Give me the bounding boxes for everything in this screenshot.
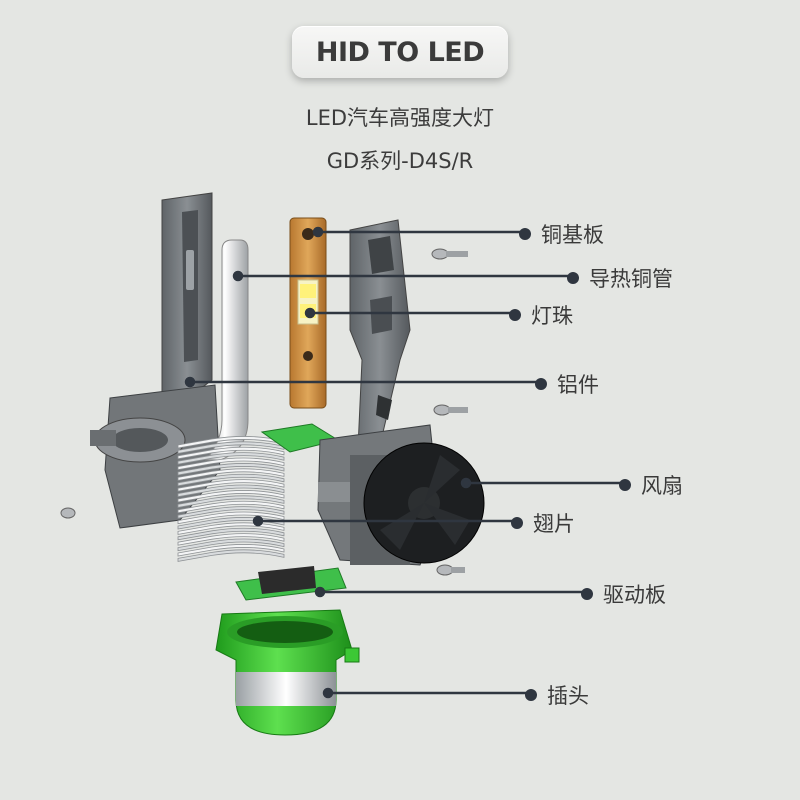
callout-label: 导热铜管	[589, 267, 673, 291]
heatsink-fin	[177, 473, 285, 487]
callout-label: 灯珠	[531, 304, 573, 328]
heatsink-fin	[177, 490, 285, 503]
callout-dot	[535, 378, 547, 390]
heatsink-fin	[177, 506, 285, 519]
screw-icon	[431, 248, 468, 260]
screw-icon	[60, 507, 76, 519]
left-aluminum-housing	[90, 192, 221, 529]
product-model: GD系列-D4S/R	[326, 149, 474, 173]
heatsink-fin	[177, 452, 285, 465]
callout-heat-pipe: 导热铜管	[567, 263, 673, 293]
title-badge: HID TO LED	[292, 26, 508, 78]
heatsink-fin	[177, 441, 285, 454]
callout-driver-board: 驱动板	[581, 579, 666, 609]
heatsink-fin	[177, 544, 285, 557]
callout-label: 铝件	[557, 373, 599, 397]
heatsink-fin	[177, 549, 285, 562]
callout-fan: 风扇	[619, 470, 683, 500]
callout-label: 翅片	[533, 512, 575, 536]
callout-plug: 插头	[525, 680, 589, 710]
heatsink-fin	[177, 538, 285, 552]
heatsink-fin	[177, 457, 285, 471]
callout-dot	[619, 479, 631, 491]
callout-label: 铜基板	[541, 223, 604, 247]
heatsink-fin	[177, 533, 285, 546]
product-subtitle: LED汽车高强度大灯	[305, 106, 495, 130]
callout-dot	[511, 517, 523, 529]
green-plug	[215, 609, 360, 736]
heatsink-fins	[177, 436, 285, 562]
callout-dot	[519, 228, 531, 240]
driver-board	[235, 566, 347, 601]
title-text: HID TO LED	[315, 36, 485, 68]
callout-label: 驱动板	[603, 583, 666, 607]
callout-copper-substrate: 铜基板	[519, 219, 604, 249]
callout-label: 风扇	[641, 474, 683, 498]
callout-dot	[567, 272, 579, 284]
heatsink-fin	[177, 463, 285, 476]
heatsink-fin	[177, 446, 285, 460]
heatsink-fin	[177, 500, 285, 514]
heatsink-fin	[177, 527, 285, 541]
callout-dot	[525, 689, 537, 701]
screw-icon	[433, 404, 468, 416]
callout-dot	[581, 588, 593, 600]
callout-aluminum-part: 铝件	[535, 369, 599, 399]
heatsink-fin	[177, 484, 285, 498]
callout-label: 插头	[547, 684, 589, 708]
heatsink-fin	[177, 511, 285, 525]
callout-dot	[509, 309, 521, 321]
callout-led-chip: 灯珠	[509, 300, 573, 330]
screw-icon	[436, 564, 465, 576]
callout-fins: 翅片	[511, 508, 575, 538]
cooling-fan	[363, 442, 485, 564]
heatsink-fin	[177, 495, 285, 508]
heatsink-fin	[177, 479, 285, 492]
heatsink-fin	[177, 468, 285, 481]
